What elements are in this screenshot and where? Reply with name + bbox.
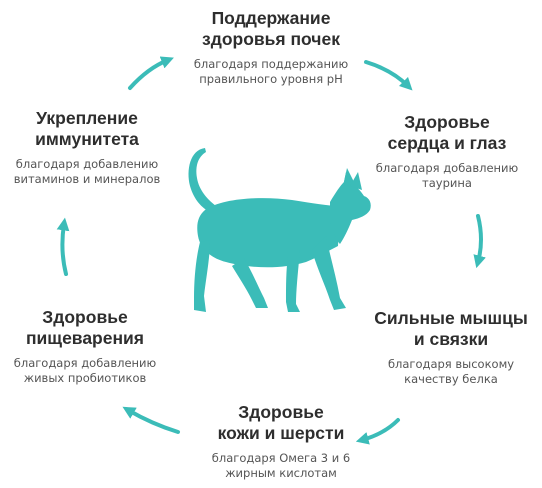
node-digestion-health: Здоровье пищеварения благодаря добавлени… xyxy=(0,307,170,386)
node-description: благодаря добавлению живых пробиотиков xyxy=(13,356,157,385)
cat-silhouette-icon xyxy=(188,148,371,312)
node-title: Сильные мышцы и связки xyxy=(374,308,528,349)
node-immunity: Укрепление иммунитета благодаря добавлен… xyxy=(0,108,177,187)
node-title: Здоровье кожи и шерсти xyxy=(217,402,345,443)
node-skin-coat-health: Здоровье кожи и шерсти благодаря Омега 3… xyxy=(176,402,386,481)
node-description: благодаря Омега 3 и 6 жирным кислотам xyxy=(211,451,351,480)
node-kidney-health: Поддержание здоровья почек благодаря под… xyxy=(171,8,371,87)
arrow-icon-tl-to-top xyxy=(128,56,174,90)
arrow-icon-bottom-to-bl xyxy=(122,406,180,434)
arrow-icon-top-to-tr xyxy=(364,60,413,91)
node-title: Укрепление иммунитета xyxy=(35,108,139,149)
arrow-icon-br-to-bottom xyxy=(355,418,400,445)
arrow-icon-bl-to-tl xyxy=(56,217,70,276)
node-description: благодаря высокому качеству белка xyxy=(387,357,515,386)
node-muscles-ligaments: Сильные мышцы и связки благодаря высоком… xyxy=(356,308,542,387)
node-description: благодаря добавлению витаминов и минерал… xyxy=(13,157,161,186)
node-description: благодаря добавлению таурина xyxy=(375,161,519,190)
node-title: Здоровье сердца и глаз xyxy=(387,112,507,153)
arrow-icon-tr-to-br xyxy=(473,214,486,269)
node-title: Поддержание здоровья почек xyxy=(202,8,340,49)
node-heart-eye-health: Здоровье сердца и глаз благодаря добавле… xyxy=(362,112,532,191)
node-title: Здоровье пищеварения xyxy=(25,307,145,348)
node-description: благодаря поддержанию правильного уровня… xyxy=(193,57,349,86)
